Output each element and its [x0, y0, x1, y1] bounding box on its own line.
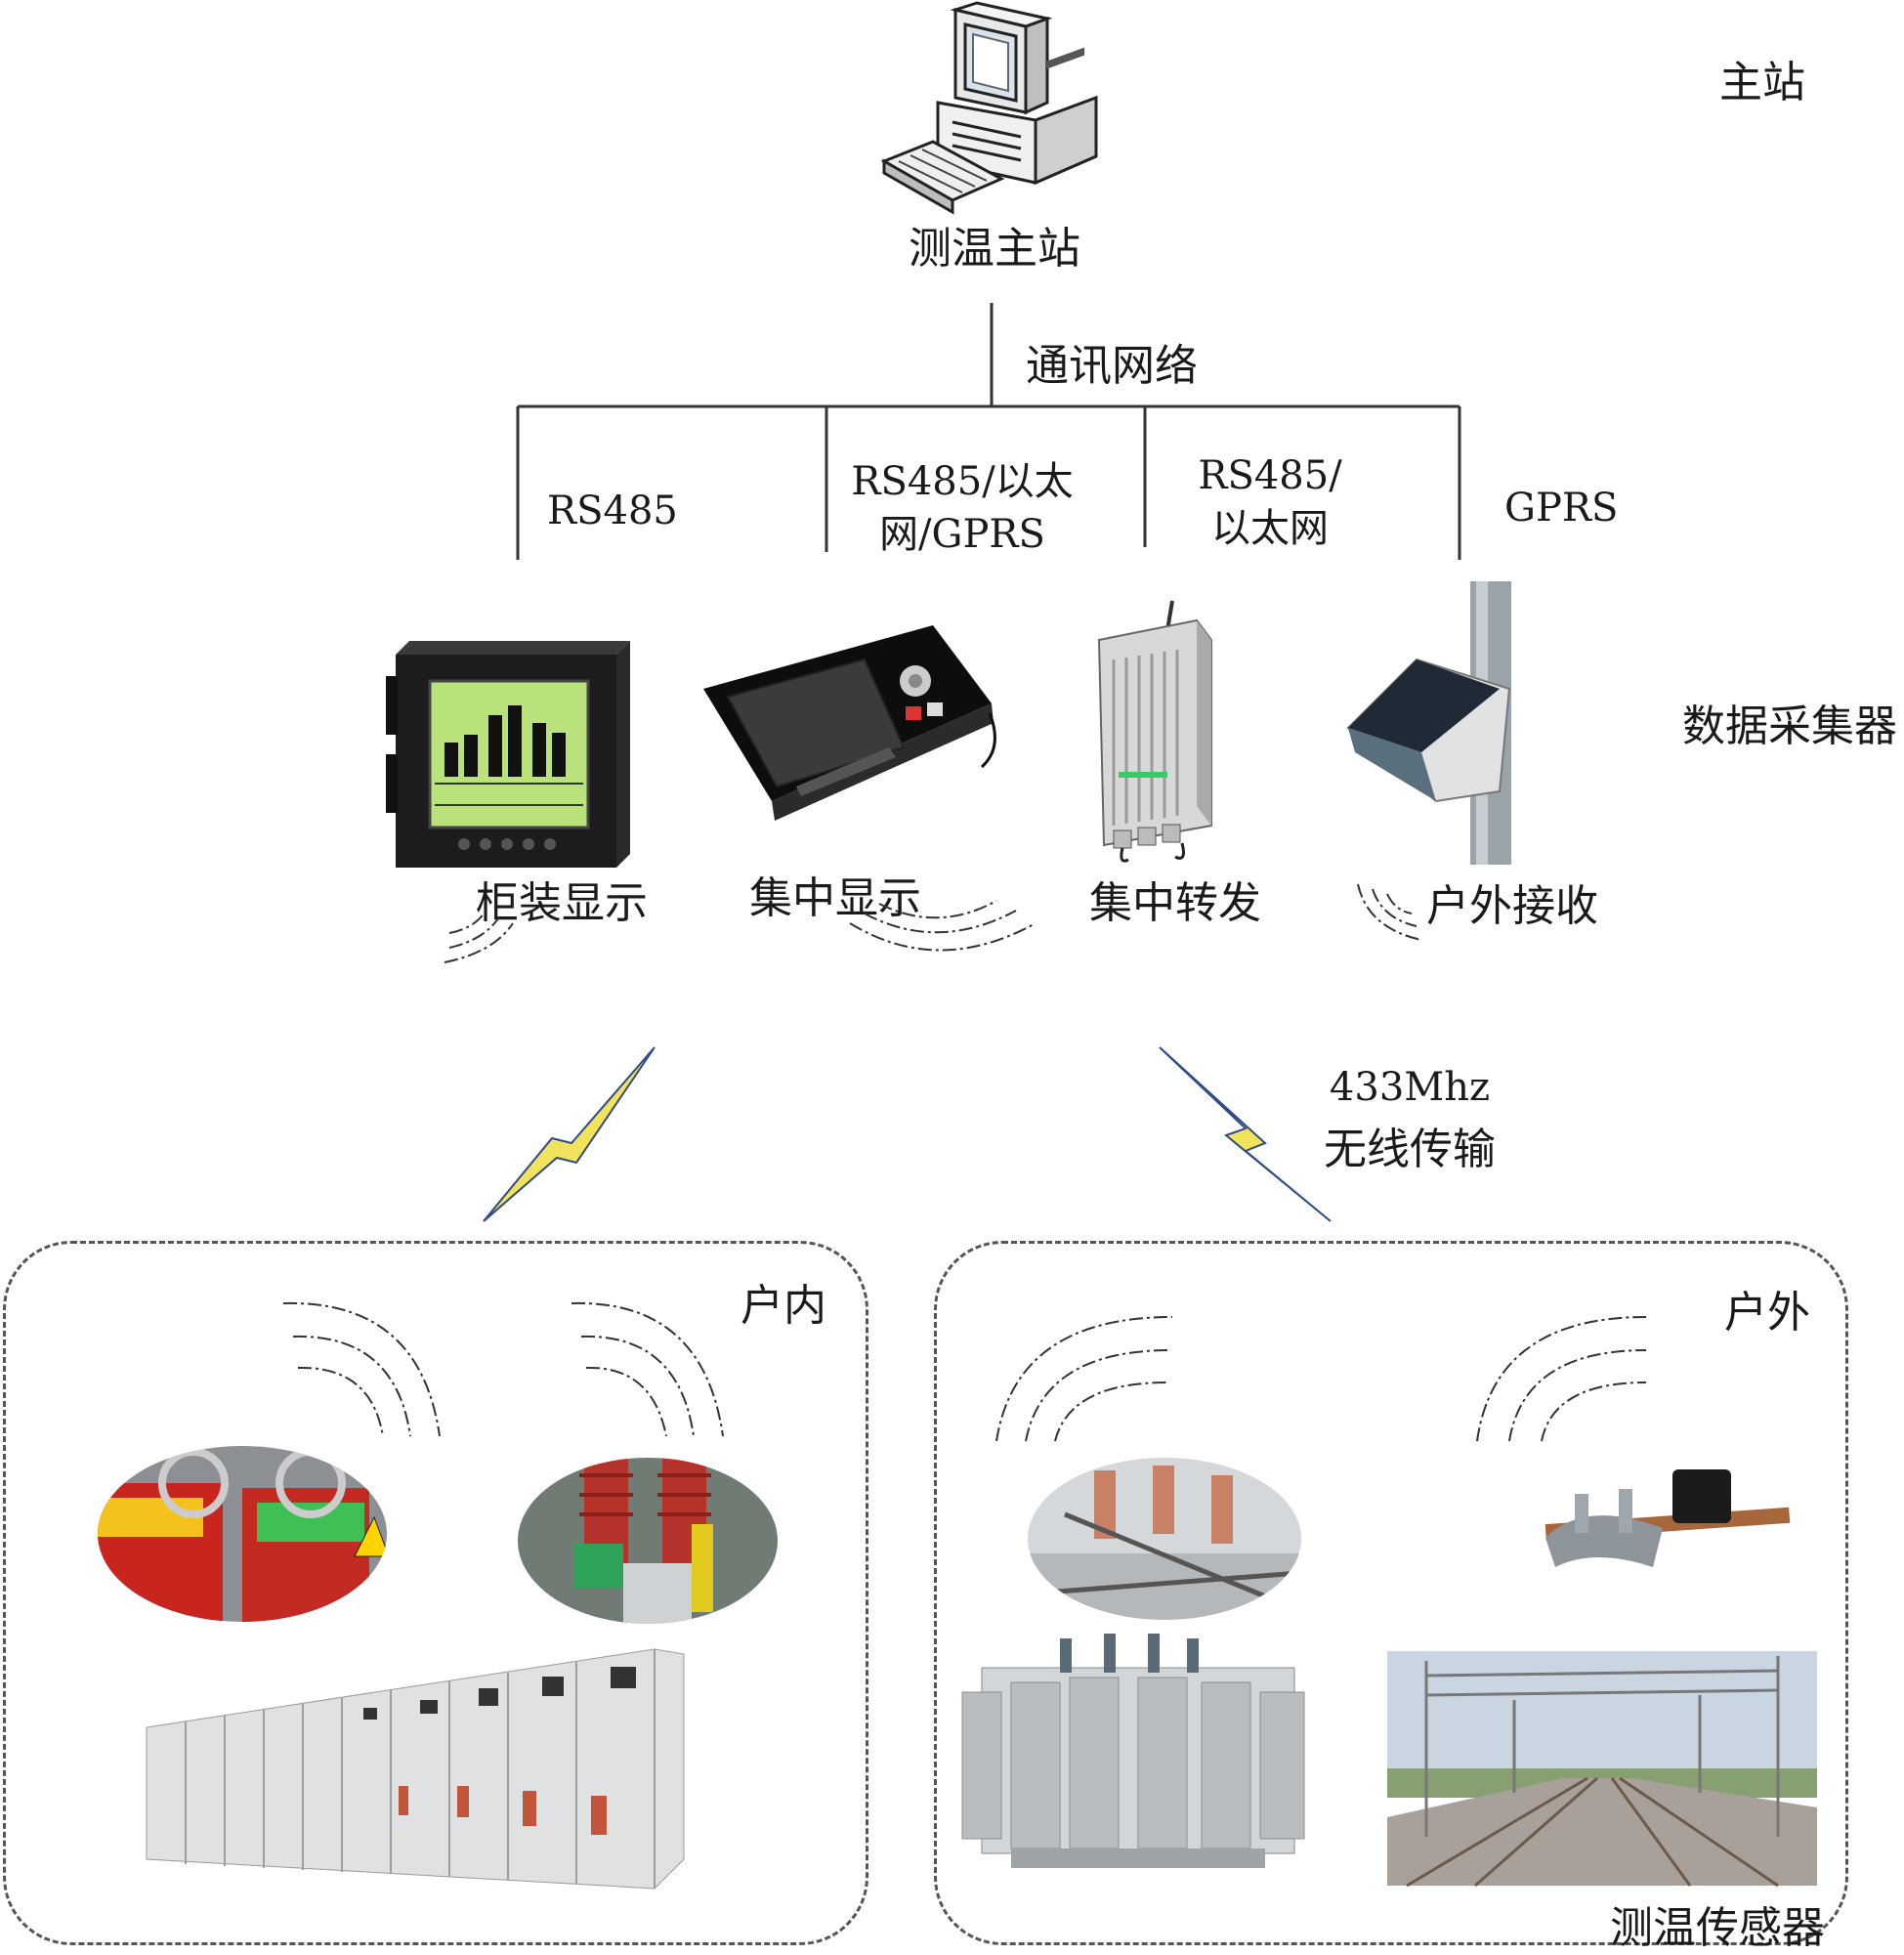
sensors-label: 测温传感器 — [1610, 1903, 1825, 1953]
tablet-display-icon — [703, 625, 996, 821]
master-station-label: 测温主站 — [909, 224, 1080, 274]
indoor-zone-label: 户内 — [740, 1281, 826, 1331]
cable-clamp-sensor-photo — [1528, 1442, 1792, 1598]
link-label-rs485: RS485 — [547, 489, 678, 533]
indoor-signal-arcs — [282, 1301, 724, 1437]
link-label-rs485-ethernet: RS485/ 以太网 — [1198, 453, 1342, 551]
transformer-photo — [961, 1634, 1305, 1868]
switchgear-cabinets-photo — [146, 1648, 685, 1890]
breaker-sensor-photo — [518, 1458, 778, 1624]
desktop-computer-icon — [880, 1, 1098, 215]
collector-label-panel-display: 柜装显示 — [476, 878, 648, 928]
tier-label-master: 主站 — [1719, 58, 1805, 107]
pole-receiver-icon — [1346, 581, 1511, 865]
busbar-sensor-photo — [98, 1446, 387, 1622]
outdoor-switch-photo — [1028, 1458, 1301, 1620]
network-label: 通讯网络 — [1026, 341, 1198, 391]
wireless-label-transmission: 无线传输 — [1324, 1125, 1496, 1174]
indoor-zone — [3, 1241, 868, 1945]
network-tree — [516, 303, 1461, 560]
tier-label-collector: 数据采集器 — [1682, 701, 1897, 751]
panel-display-icon — [386, 641, 630, 868]
outdoor-signal-arcs — [995, 1316, 1647, 1442]
lightning-bolt-icon — [483, 1046, 1332, 1222]
collector-label-tablet-display: 集中显示 — [749, 873, 921, 923]
collector-signal-arcs — [444, 883, 1422, 963]
link-label-gprs: GPRS — [1504, 486, 1619, 531]
link-label-rs485-ethernet-gprs: RS485/以太 网/GPRS — [851, 459, 1074, 557]
outdoor-zone-label: 户外 — [1724, 1288, 1810, 1338]
collector-label-outdoor-repeater: 集中转发 — [1089, 878, 1261, 928]
wireless-label-frequency: 433Mhz — [1329, 1065, 1491, 1110]
railway-catenary-photo — [1387, 1651, 1817, 1888]
outdoor-repeater-icon — [1097, 600, 1212, 863]
collector-label-pole-receiver: 户外接收 — [1426, 881, 1598, 931]
outdoor-zone — [934, 1241, 1848, 1945]
